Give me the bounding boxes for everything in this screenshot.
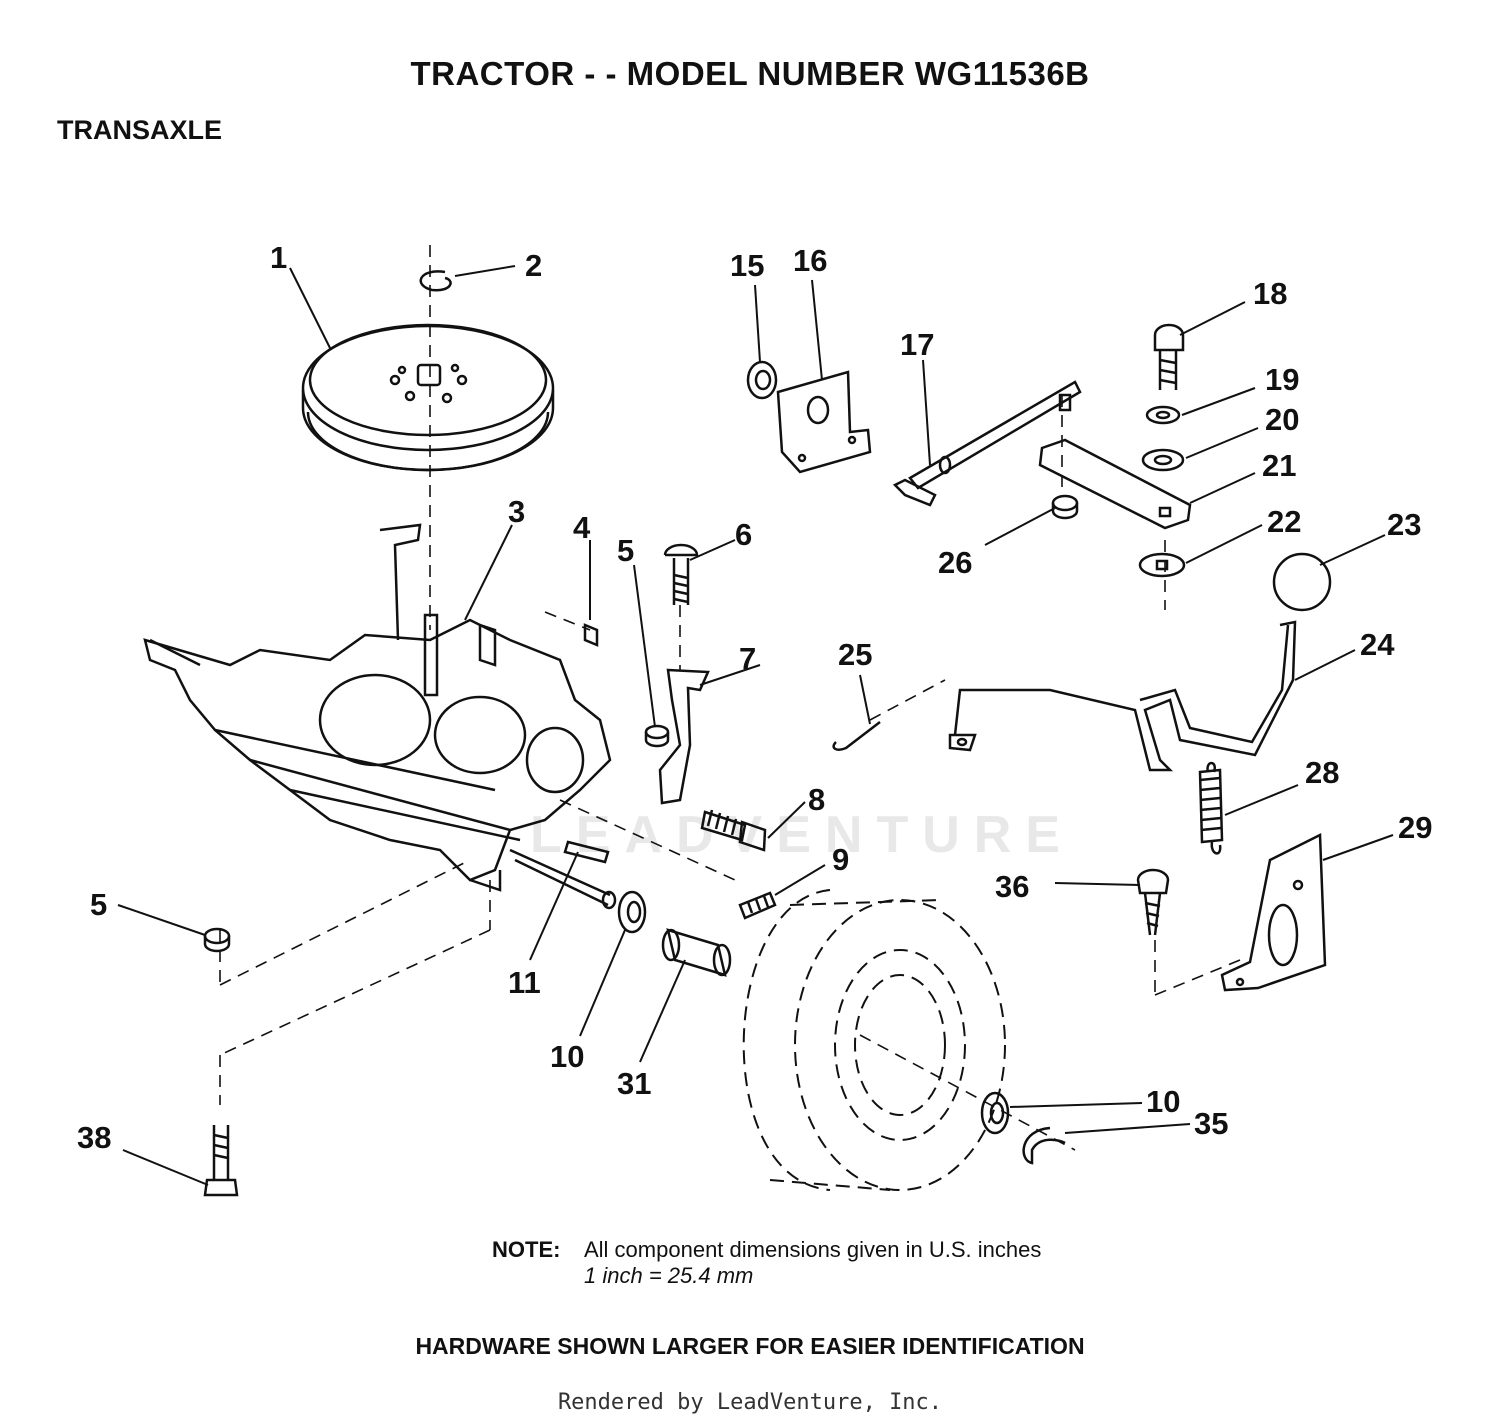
callout-16: 16 [793, 243, 827, 278]
hex-bolt-lower [203, 1125, 239, 1197]
callout-17: 17 [900, 327, 934, 362]
callout-24: 24 [1360, 627, 1395, 662]
callout-4: 4 [573, 510, 591, 545]
callout-7: 7 [739, 641, 756, 676]
washer-right [980, 1091, 1010, 1135]
callout-23: 23 [1387, 507, 1421, 542]
shift-lever [948, 620, 1297, 772]
note-label: NOTE: [492, 1237, 561, 1262]
callout-18: 18 [1253, 276, 1287, 311]
cotter-pin [832, 721, 881, 751]
retaining-clip [419, 270, 452, 292]
callout-8: 8 [808, 782, 825, 817]
note-line-1: All component dimensions given in U.S. i… [584, 1237, 1042, 1262]
shift-rod [892, 380, 1082, 507]
callout-19: 19 [1265, 362, 1299, 397]
callout-5a: 5 [617, 533, 634, 568]
callout-10a: 10 [550, 1039, 584, 1074]
washer-left [617, 890, 647, 934]
callout-22: 22 [1267, 504, 1301, 539]
watermark: LEADVENTURE [530, 806, 1075, 864]
transaxle-housing [143, 523, 617, 910]
callout-10b: 10 [1146, 1084, 1180, 1119]
pivot-bracket [776, 370, 872, 474]
flat-washer [1141, 448, 1185, 472]
callout-11: 11 [508, 965, 541, 1000]
shift-plate [1038, 438, 1192, 530]
hex-bolt [700, 809, 767, 852]
section-title: TRANSAXLE [57, 115, 223, 145]
callout-20: 20 [1265, 402, 1299, 437]
callout-29: 29 [1398, 810, 1432, 845]
rendered-by: Rendered by LeadVenture, Inc. [557, 1390, 943, 1415]
roll-pin [738, 891, 777, 920]
callout-36: 36 [995, 869, 1029, 904]
pulley [301, 323, 555, 472]
tension-spring [1198, 761, 1224, 855]
callout-35: 35 [1194, 1106, 1228, 1141]
shift-knob [1272, 552, 1332, 612]
lever-bracket [1220, 833, 1327, 992]
bolt-18 [1153, 323, 1185, 390]
page-title: TRACTOR - - MODEL NUMBER WG11536B [410, 55, 1090, 92]
callout-38: 38 [77, 1120, 111, 1155]
callout-21: 21 [1262, 448, 1296, 483]
nut-lower [203, 927, 231, 953]
callout-28: 28 [1305, 755, 1339, 790]
callout-31: 31 [617, 1066, 651, 1101]
key [583, 623, 599, 647]
dimension-note: NOTE: All component dimensions given in U… [492, 1237, 1041, 1289]
rear-tire [742, 889, 1006, 1191]
axle-key [563, 840, 610, 864]
callout-25: 25 [838, 637, 872, 672]
carriage-bolt [663, 543, 699, 605]
lock-washer [1145, 405, 1181, 425]
callout-2: 2 [525, 248, 542, 283]
callout-15: 15 [730, 248, 764, 283]
screw-36 [1136, 868, 1170, 936]
callout-3: 3 [508, 494, 525, 529]
callout-5b: 5 [90, 887, 107, 922]
e-clip [1022, 1126, 1066, 1165]
nut-upper [644, 724, 670, 748]
callout-6: 6 [735, 517, 752, 552]
note-line-2: 1 inch = 25.4 mm [584, 1263, 754, 1288]
washer-15 [746, 360, 778, 400]
axle-spacer [661, 928, 732, 977]
square-washer [1138, 552, 1186, 578]
nut-26 [1051, 494, 1079, 520]
callout-1: 1 [270, 240, 287, 275]
callout-9: 9 [832, 842, 849, 877]
hardware-note: HARDWARE SHOWN LARGER FOR EASIER IDENTIF… [415, 1333, 1085, 1359]
callout-26: 26 [938, 545, 972, 580]
